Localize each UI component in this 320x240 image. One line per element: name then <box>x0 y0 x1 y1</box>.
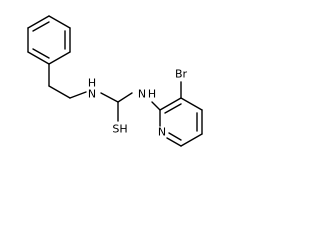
molecule-drawing: H N N H SH Br N <box>27 15 203 147</box>
benzene-bond <box>27 51 50 65</box>
ethyl-n-bond <box>69 91 87 99</box>
benzene-bond <box>48 51 71 65</box>
ethyl-bond <box>48 85 71 99</box>
benzene-double-bond <box>32 48 50 59</box>
structure-diagram: H N N H SH Br N <box>0 0 225 161</box>
pyridine-bond <box>180 133 203 147</box>
pyridine-bond <box>166 137 182 147</box>
pyridine-double-bond <box>164 103 182 114</box>
pyridine-bond <box>180 97 203 111</box>
pyridine-n-label: N <box>158 126 166 139</box>
n-c-bond <box>100 92 119 103</box>
pyridine-double-bond <box>168 132 182 141</box>
pyridine-bond <box>159 97 182 111</box>
benzene-double-bond <box>32 21 50 32</box>
c-n-bond <box>117 92 133 103</box>
thiol-label: SH <box>112 123 127 136</box>
pyridine-ring <box>159 97 203 147</box>
nh-left-h: H <box>88 77 96 90</box>
n-pyridine-bond <box>151 101 161 111</box>
bromine-label: Br <box>175 68 188 81</box>
benzene-bond <box>48 15 71 29</box>
benzene-bond <box>27 15 50 29</box>
nh-right-h: H <box>148 88 156 101</box>
nh-right-n: N <box>138 88 146 101</box>
nh-left-n: N <box>88 88 96 101</box>
benzene-ring <box>27 15 71 65</box>
